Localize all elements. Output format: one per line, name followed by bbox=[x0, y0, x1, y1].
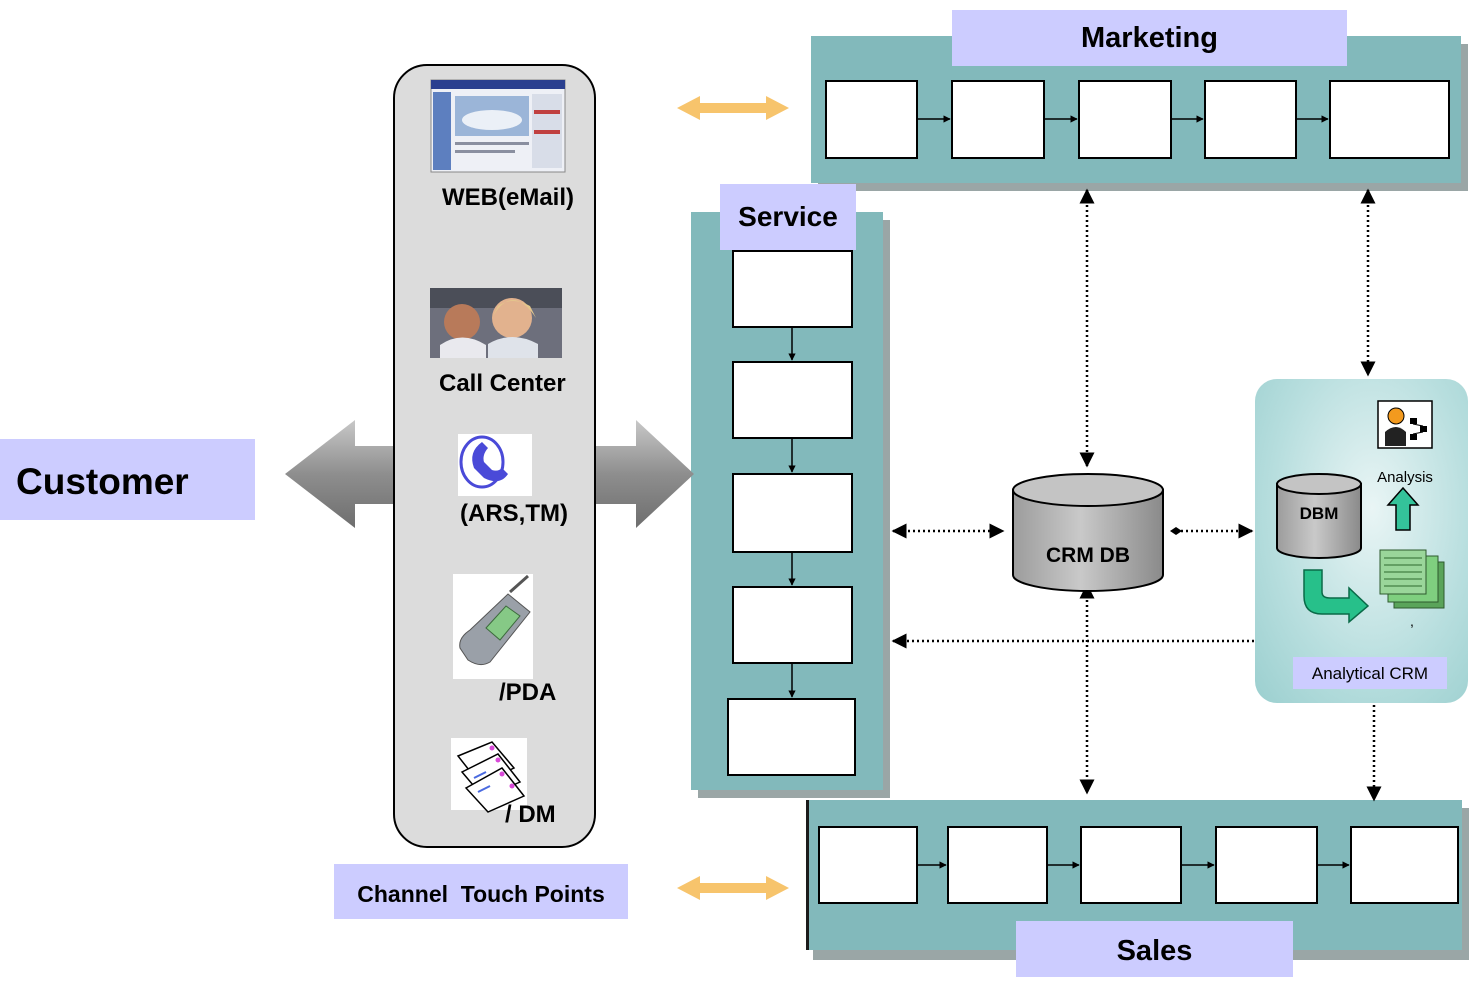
sales-step-4 bbox=[1215, 826, 1318, 904]
envelopes-icon bbox=[451, 738, 527, 813]
marketing-sync-arrow bbox=[677, 96, 789, 120]
reports-icon bbox=[1379, 549, 1445, 609]
analytical-comma: , bbox=[1410, 613, 1414, 629]
marketing-step-1 bbox=[825, 80, 918, 159]
sales-sync-arrow bbox=[677, 876, 789, 900]
marketing-step-5 bbox=[1329, 80, 1450, 159]
channel-label-dm: / DM bbox=[505, 801, 556, 828]
marketing-title: Marketing bbox=[952, 10, 1347, 66]
channel-label-call-center: Call Center bbox=[439, 370, 566, 397]
service-step-1 bbox=[732, 250, 853, 328]
channel-label-pda: /PDA bbox=[499, 679, 557, 706]
customer-exchange-arrow bbox=[285, 420, 393, 528]
service-step-3 bbox=[732, 473, 853, 553]
marketing-step-4 bbox=[1204, 80, 1297, 159]
marketing-step-2 bbox=[951, 80, 1045, 159]
service-title: Service bbox=[720, 184, 856, 250]
call-center-photo-icon bbox=[430, 288, 562, 358]
channel-label-web: WEB(eMail) bbox=[442, 184, 574, 211]
dbm-cylinder bbox=[1276, 473, 1362, 559]
crm-db-cylinder bbox=[1012, 473, 1164, 592]
sales-step-3 bbox=[1080, 826, 1182, 904]
web-page-icon bbox=[430, 79, 566, 173]
mobile-phone-icon bbox=[453, 574, 533, 679]
sales-step-5 bbox=[1350, 826, 1459, 904]
sales-title: Sales bbox=[1016, 921, 1293, 977]
crm-db-label: CRM DB bbox=[1046, 544, 1130, 567]
sales-step-1 bbox=[818, 826, 918, 904]
telephone-icon bbox=[458, 434, 532, 496]
service-step-5 bbox=[727, 698, 856, 776]
service-step-2 bbox=[732, 361, 853, 439]
dbm-label: DBM bbox=[1299, 504, 1339, 523]
service-step-4 bbox=[732, 586, 853, 664]
customer-label: Customer bbox=[0, 439, 255, 520]
analyst-icon bbox=[1377, 400, 1433, 449]
green-curve-arrow bbox=[1303, 569, 1370, 624]
green-up-arrow bbox=[1386, 486, 1420, 531]
channel-label-phone: (ARS,TM) bbox=[460, 500, 568, 527]
channel-touch-points-caption: Channel Touch Points bbox=[334, 864, 628, 919]
sales-step-2 bbox=[947, 826, 1048, 904]
marketing-step-3 bbox=[1078, 80, 1172, 159]
analysis-label: Analysis bbox=[1377, 469, 1433, 486]
analytical-crm-title: Analytical CRM bbox=[1293, 657, 1447, 689]
